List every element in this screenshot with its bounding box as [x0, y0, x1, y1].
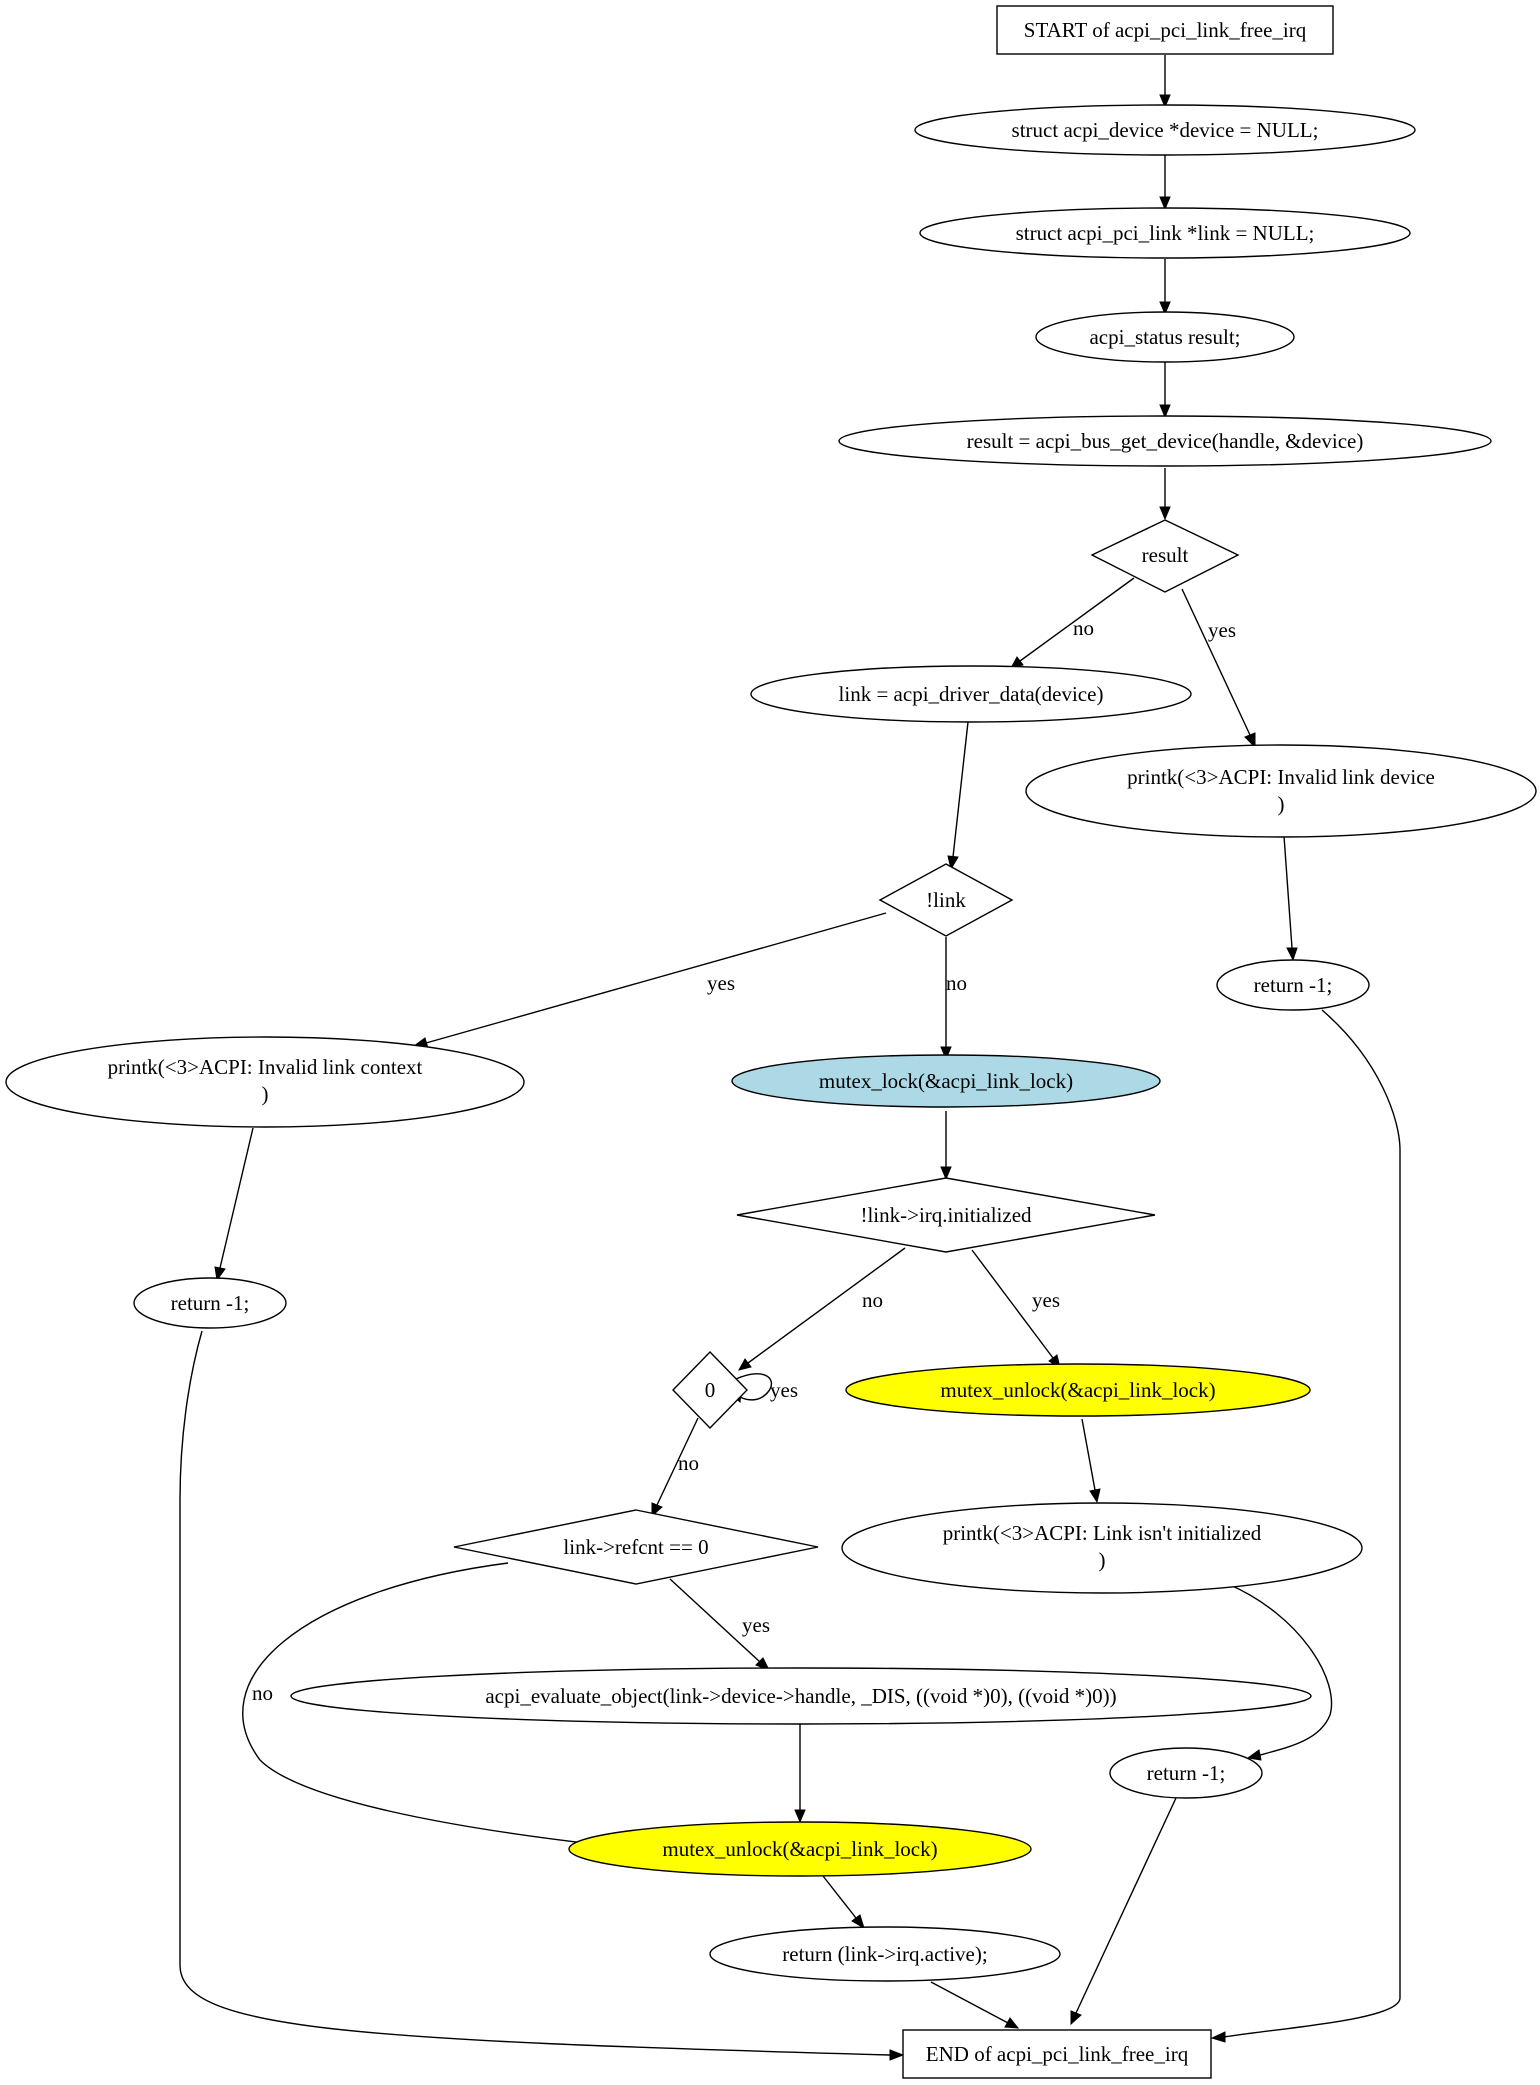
node-mutex-unlock-b[interactable]: mutex_unlock(&acpi_link_lock) [568, 1821, 1032, 1877]
nodes: START of acpi_pci_link_free_irq struct a… [5, 5, 1537, 2079]
edge-decl_link-decl_result [1159, 259, 1171, 316]
node-printk-invalid-device[interactable]: printk(<3>ACPI: Invalid link device ) [1025, 744, 1537, 838]
decision-zero[interactable]: 0 [672, 1350, 748, 1430]
edge-return_1_c-end [1070, 1797, 1177, 2026]
node-decl-device-label: struct acpi_device *device = NULL; [1012, 118, 1319, 142]
node-return-active[interactable]: return (link->irq.active); [709, 1926, 1061, 1982]
node-mutex-lock[interactable]: mutex_lock(&acpi_link_lock) [731, 1054, 1161, 1108]
node-start[interactable]: START of acpi_pci_link_free_irq [996, 5, 1334, 55]
node-decl-result-label: acpi_status result; [1089, 325, 1240, 349]
node-return-1-a-label: return -1; [1254, 973, 1333, 997]
edge-cond_initialized-cond_zero: no [738, 1247, 906, 1371]
decision-refcnt[interactable]: link->refcnt == 0 [453, 1509, 819, 1585]
edge-cond_refcnt-evaluate: yes [669, 1578, 771, 1671]
node-decl-device[interactable]: struct acpi_device *device = NULL; [914, 104, 1416, 156]
decision-refcnt-label: link->refcnt == 0 [563, 1535, 708, 1559]
node-return-1-a[interactable]: return -1; [1216, 959, 1370, 1011]
node-printk-invalid-context-line2: ) [262, 1082, 269, 1106]
edge-label-no: no [862, 1288, 883, 1312]
edge-cond_zero-self: yes [729, 1373, 798, 1404]
decision-not-link[interactable]: !link [878, 863, 1014, 937]
node-mutex-unlock-b-shape [568, 1821, 1032, 1877]
node-mutex-unlock-a-shape [845, 1363, 1311, 1417]
edge-printk_not_init-return_1_c [1227, 1583, 1333, 1761]
edge-label-yes: yes [707, 971, 735, 995]
node-printk-invalid-context-line1: printk(<3>ACPI: Invalid link context [108, 1055, 423, 1079]
node-return-1-c-label: return -1; [1147, 1761, 1226, 1785]
node-evaluate-object[interactable]: acpi_evaluate_object(link->device->handl… [290, 1667, 1312, 1725]
node-return-1-b[interactable]: return -1; [133, 1277, 287, 1329]
edge-mutex_unlock_a-printk_not_init [1081, 1418, 1101, 1504]
node-end-label: END of acpi_pci_link_free_irq [926, 2042, 1189, 2066]
decision-result[interactable]: result [1090, 519, 1240, 593]
node-printk-not-init-line1: printk(<3>ACPI: Link isn't initialized [943, 1521, 1262, 1545]
node-end[interactable]: END of acpi_pci_link_free_irq [902, 2029, 1212, 2079]
edge-label-no: no [1073, 616, 1094, 640]
node-printk-not-init-line2: ) [1099, 1548, 1106, 1572]
node-printk-invalid-device-line2: ) [1278, 792, 1285, 816]
decision-irq-initialized-label: !link->irq.initialized [860, 1203, 1032, 1227]
edge-label-no: no [252, 1681, 273, 1705]
edge-cond_result-printk_invalid_device: yes [1181, 588, 1256, 749]
edge-cond_link-mutex_lock: no [940, 937, 967, 1061]
node-start-label: START of acpi_pci_link_free_irq [1024, 18, 1307, 42]
node-assign-link-label: link = acpi_driver_data(device) [839, 682, 1104, 706]
decision-not-link-label: !link [926, 888, 966, 912]
decision-irq-initialized[interactable]: !link->irq.initialized [736, 1177, 1156, 1253]
edge-cond_initialized-mutex_unlock_a: yes [971, 1249, 1061, 1370]
edge-mutex_lock-cond_initialized [940, 1111, 952, 1181]
edge-mutex_unlock_b-return_active [822, 1875, 865, 1930]
edge-decl_device-decl_link [1159, 155, 1171, 211]
node-printk-invalid-context[interactable]: printk(<3>ACPI: Invalid link context ) [5, 1036, 525, 1128]
edge-label-yes: yes [1032, 1288, 1060, 1312]
node-return-active-label: return (link->irq.active); [782, 1942, 987, 1966]
edge-return_1_b-end [179, 1330, 905, 2061]
edge-cond_result-assign_link: no [1010, 577, 1135, 669]
edge-get_device-cond_result [1159, 468, 1171, 521]
node-printk-invalid-device-line1: printk(<3>ACPI: Invalid link device [1127, 765, 1435, 789]
node-mutex-unlock-a-label: mutex_unlock(&acpi_link_lock) [940, 1378, 1215, 1402]
node-decl-link[interactable]: struct acpi_pci_link *link = NULL; [919, 207, 1411, 259]
edge-return_1_a-end [1210, 1009, 1401, 2043]
decision-zero-label: 0 [705, 1378, 716, 1402]
node-mutex-lock-label: mutex_lock(&acpi_link_lock) [819, 1069, 1073, 1093]
node-mutex-unlock-a[interactable]: mutex_unlock(&acpi_link_lock) [845, 1363, 1311, 1417]
node-return-1-b-label: return -1; [171, 1291, 250, 1315]
edge-label-no: no [946, 971, 967, 995]
node-return-1-c[interactable]: return -1; [1109, 1747, 1263, 1799]
edge-label-yes: yes [1208, 618, 1236, 642]
edges: no yes yes no [179, 55, 1401, 2061]
decision-result-label: result [1142, 543, 1189, 567]
edge-printk_invalid_context-return_1_b [214, 1127, 254, 1282]
node-assign-link[interactable]: link = acpi_driver_data(device) [750, 665, 1192, 723]
node-mutex-lock-shape [731, 1054, 1161, 1108]
node-get-device[interactable]: result = acpi_bus_get_device(handle, &de… [838, 415, 1492, 467]
edge-decl_result-get_device [1159, 362, 1171, 419]
edge-return_active-end [930, 1981, 1020, 2029]
edge-label-yes: yes [770, 1378, 798, 1402]
edge-assign_link-cond_link [947, 721, 969, 871]
node-decl-link-label: struct acpi_pci_link *link = NULL; [1016, 221, 1315, 245]
edge-start-decl_device [1159, 55, 1171, 109]
node-evaluate-object-label: acpi_evaluate_object(link->device->handl… [485, 1684, 1116, 1708]
edge-printk_invalid_device-return_1_a [1283, 835, 1298, 962]
edge-cond_link-printk_invalid_context: yes [412, 912, 887, 1049]
node-decl-result[interactable]: acpi_status result; [1035, 311, 1295, 363]
edge-evaluate-mutex_unlock_b [794, 1724, 806, 1824]
edge-cond_zero-cond_refcnt: no [651, 1417, 699, 1518]
node-printk-not-init[interactable]: printk(<3>ACPI: Link isn't initialized ) [841, 1502, 1363, 1594]
node-get-device-label: result = acpi_bus_get_device(handle, &de… [967, 429, 1364, 453]
node-mutex-unlock-b-label: mutex_unlock(&acpi_link_lock) [662, 1837, 937, 1861]
edge-label-yes: yes [742, 1613, 770, 1637]
edge-label-no: no [678, 1451, 699, 1475]
